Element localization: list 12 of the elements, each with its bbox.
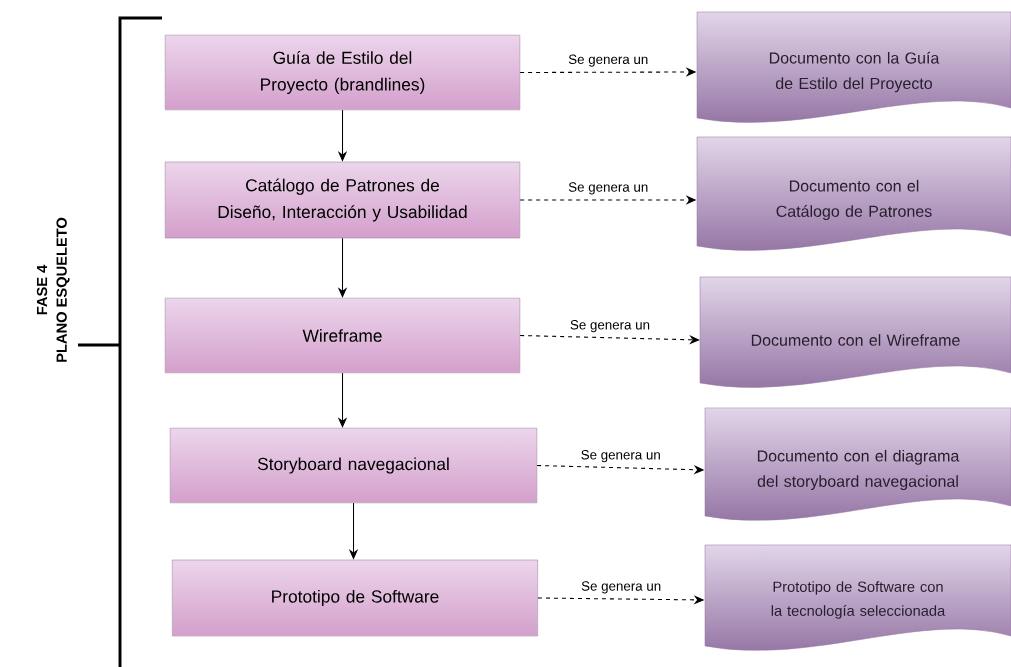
- edge-label: Se genera un: [566, 53, 650, 68]
- process-box: Wireframe: [164, 297, 521, 374]
- phase-label: PLANO ESQUELETO: [56, 217, 70, 362]
- edge-label: Se genera un: [568, 318, 652, 334]
- phase-label: FASE 4: [36, 264, 48, 315]
- process-box: Catálogo de Patrones de Diseño, Interacción y Usabilidad: [164, 161, 521, 239]
- process-box: Guía de Estilo del Proyecto (brandlines): [164, 34, 521, 111]
- edge-label: Se genera un: [579, 580, 663, 595]
- process-box: Prototipo de Software: [172, 559, 538, 637]
- process-box: Storyboard navegacional: [169, 427, 538, 504]
- edge-label: Se genera un: [566, 181, 650, 196]
- edge-label: Se genera un: [579, 448, 663, 464]
